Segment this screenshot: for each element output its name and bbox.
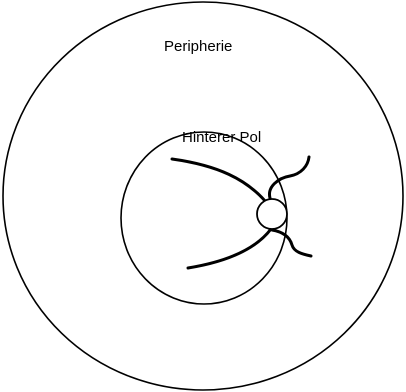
periphery-circle <box>3 2 403 390</box>
periphery-label: Peripherie <box>164 38 232 55</box>
upper-main-vessel <box>172 159 270 207</box>
upper-right-vessel-branch <box>270 157 309 198</box>
lower-main-vessel <box>188 229 271 268</box>
lower-right-vessel-branch <box>272 230 311 256</box>
retinal-vessels <box>172 157 311 268</box>
posterior-pole-label: Hinterer Pol <box>182 129 261 146</box>
optic-disc <box>257 199 287 229</box>
